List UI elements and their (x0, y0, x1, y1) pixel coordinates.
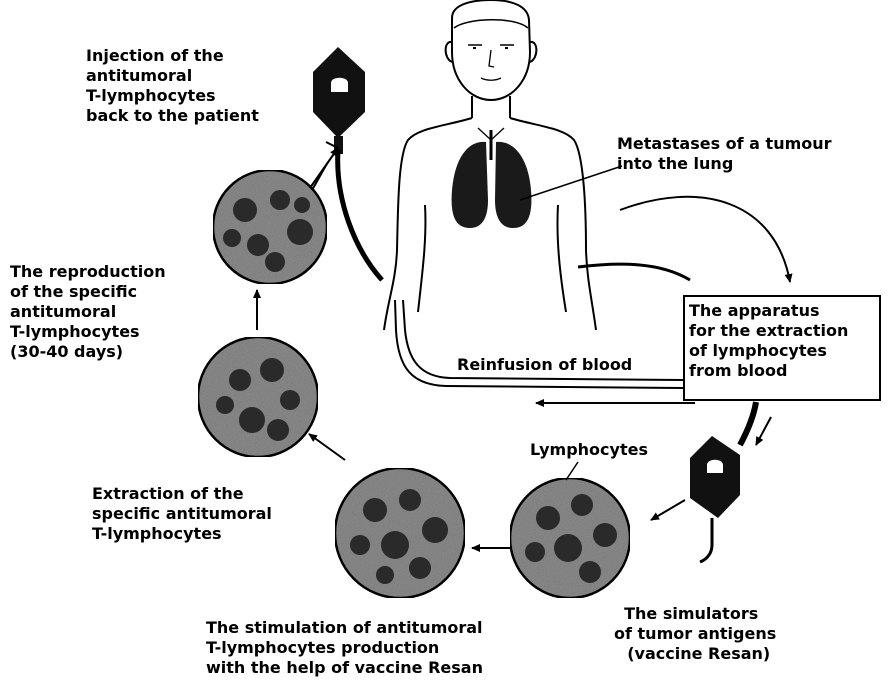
lymphocytes-label: Lymphocytes (530, 440, 648, 460)
metastases-line-1: Metastases of a tumour (617, 134, 832, 154)
metastases-pointer (520, 166, 622, 200)
blood-tube-out (578, 264, 690, 280)
apparatus-line-4: from blood (689, 361, 875, 381)
extraction-line-2: specific antitumoral (92, 504, 272, 524)
lymphocytes-text: Lymphocytes (530, 440, 648, 460)
cell-culture-dish (198, 337, 318, 457)
reproduction-line-2: of the specific (10, 282, 166, 302)
patient-figure (384, 0, 596, 330)
stimulation-line-3: with the help of vaccine Resan (206, 658, 483, 678)
arrow-apparatus-to-bag (756, 417, 771, 445)
injection-line-2: antitumoral (86, 66, 259, 86)
lungs-icon (452, 130, 532, 228)
stimulation-line-2: T-lymphocytes production (206, 638, 483, 658)
reproduction-line-5: (30-40 days) (10, 342, 166, 362)
simulators-line-3: (vaccine Resan) (614, 644, 776, 664)
arrow-bag-to-culture (651, 500, 685, 520)
apparatus-box: The apparatus for the extraction of lymp… (683, 295, 881, 401)
reproduction-line-3: antitumoral (10, 302, 166, 322)
simulators-line-1: The simulators (614, 604, 776, 624)
metastases-line-2: into the lung (617, 154, 832, 174)
apparatus-line-1: The apparatus (689, 301, 875, 321)
simulators-line-2: of tumor antigens (614, 624, 776, 644)
extraction-label: Extraction of the specific antitumoral T… (92, 484, 272, 544)
extraction-line-1: Extraction of the (92, 484, 272, 504)
apparatus-line-2: for the extraction (689, 321, 875, 341)
reproduction-line-1: The reproduction (10, 262, 166, 282)
simulators-label: The simulators of tumor antigens (vaccin… (614, 604, 776, 664)
cell-culture-dish (213, 170, 327, 284)
reinfusion-text: Reinfusion of blood (457, 355, 632, 375)
stimulation-line-1: The stimulation of antitumoral (206, 618, 483, 638)
reinfusion-label: Reinfusion of blood (457, 355, 632, 375)
flow-arrow-to-apparatus (620, 197, 790, 282)
cell-culture-dish (335, 468, 465, 598)
injection-line-1: Injection of the (86, 46, 259, 66)
injection-line-4: back to the patient (86, 106, 259, 126)
injection-line-3: T-lymphocytes (86, 86, 259, 106)
metastases-label: Metastases of a tumour into the lung (617, 134, 832, 174)
iv-bag-icon (690, 402, 756, 562)
reproduction-label: The reproduction of the specific antitum… (10, 262, 166, 362)
cell-culture-dish (510, 478, 630, 598)
stimulation-label: The stimulation of antitumoral T-lymphoc… (206, 618, 483, 678)
extraction-line-3: T-lymphocytes (92, 524, 272, 544)
injection-label: Injection of the antitumoral T-lymphocyt… (86, 46, 259, 126)
arrow-to-extraction (309, 434, 345, 460)
apparatus-line-3: of lymphocytes (689, 341, 875, 361)
reproduction-line-4: T-lymphocytes (10, 322, 166, 342)
